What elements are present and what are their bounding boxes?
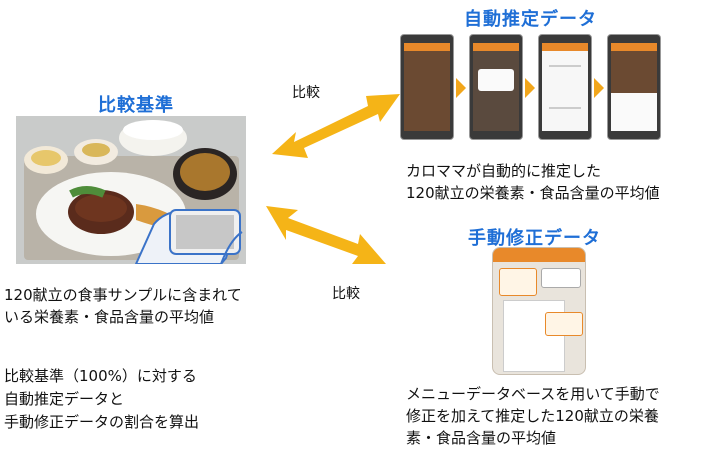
manual-caption-line2: 修正を加えて推定した120献立の栄養 <box>406 407 659 425</box>
auto-estimation-screens <box>398 34 663 144</box>
double-arrow-bottom <box>266 206 386 264</box>
auto-caption-line2: 120献立の栄養素・食品含量の平均値 <box>406 184 660 202</box>
search-box <box>541 268 581 288</box>
menu-list <box>503 300 565 372</box>
compare-label-top: 比較 <box>292 85 320 101</box>
manual-caption: メニューデータベースを用いて手動で 修正を加えて推定した120献立の栄養 素・食… <box>406 383 722 449</box>
step-arrow-2 <box>525 78 535 98</box>
baseline-caption-line2: いる栄養素・食品含量の平均値 <box>4 308 215 326</box>
manual-caption-line3: 素・食品含量の平均値 <box>406 429 557 447</box>
step-arrow-1 <box>456 78 466 98</box>
double-arrow-top <box>272 94 400 158</box>
manual-caption-line1: メニューデータベースを用いて手動で <box>406 385 660 403</box>
manual-title: 手動修正データ <box>468 228 601 249</box>
food-illustration <box>16 116 246 264</box>
auto-title: 自動推定データ <box>464 9 597 30</box>
app-screen-4 <box>607 34 661 140</box>
baseline-title: 比較基準 <box>98 95 174 116</box>
summary-line3: 手動修正データの割合を算出 <box>4 413 200 431</box>
summary-text: 比較基準（100%）に対する 自動推定データと 手動修正データの割合を算出 <box>4 365 304 434</box>
summary-line2: 自動推定データと <box>4 390 125 408</box>
auto-caption: カロママが自動的に推定した 120献立の栄養素・食品含量の平均値 <box>406 160 716 204</box>
summary-line1: 比較基準（100%）に対する <box>4 367 197 385</box>
app-screen-3 <box>538 34 592 140</box>
auto-caption-line1: カロママが自動的に推定した <box>406 162 602 180</box>
manual-correction-screen <box>492 247 586 375</box>
baseline-caption: 120献立の食事サンプルに含まれて いる栄養素・食品含量の平均値 <box>4 284 304 328</box>
db-balloon <box>545 312 583 336</box>
food-photo <box>16 116 246 264</box>
baseline-caption-line1: 120献立の食事サンプルに含まれて <box>4 286 242 304</box>
compare-label-bottom: 比較 <box>332 286 360 302</box>
app-screen-2 <box>469 34 523 140</box>
app-screen-1 <box>400 34 454 140</box>
step-arrow-3 <box>594 78 604 98</box>
menu-balloon <box>499 268 537 296</box>
